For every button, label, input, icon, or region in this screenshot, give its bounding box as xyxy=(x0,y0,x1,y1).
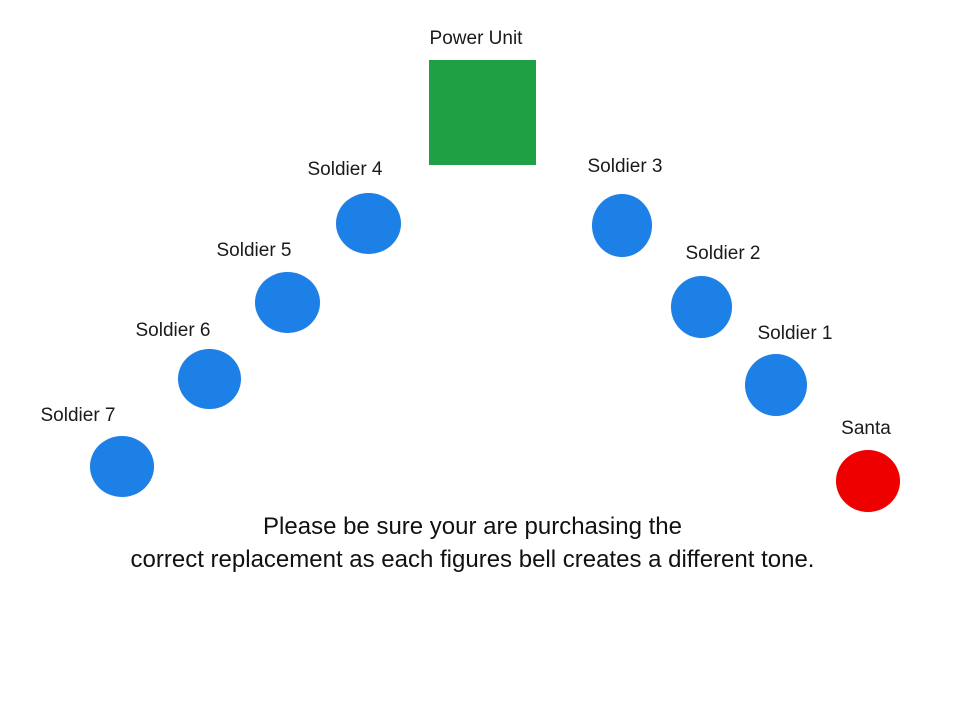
soldier-1-label: Soldier 1 xyxy=(757,323,833,344)
power-unit-label: Power Unit xyxy=(429,28,523,49)
soldier-7-label: Soldier 7 xyxy=(40,405,116,426)
soldier-3-dot xyxy=(592,194,652,257)
purchase-note-line-2: correct replacement as each figures bell… xyxy=(130,546,815,573)
soldier-6-label: Soldier 6 xyxy=(135,320,211,341)
soldier-2-dot xyxy=(671,276,732,338)
power-unit-box xyxy=(429,60,536,165)
soldier-4-label: Soldier 4 xyxy=(307,159,383,180)
soldier-1-dot xyxy=(745,354,807,416)
soldier-4-dot xyxy=(336,193,401,254)
soldier-7-dot xyxy=(90,436,154,497)
soldier-5-label: Soldier 5 xyxy=(216,240,292,261)
santa-dot xyxy=(836,450,900,512)
soldier-2-label: Soldier 2 xyxy=(685,243,761,264)
santa-label: Santa xyxy=(841,418,891,439)
soldier-5-dot xyxy=(255,272,320,333)
soldier-3-label: Soldier 3 xyxy=(587,156,663,177)
soldier-6-dot xyxy=(178,349,241,409)
purchase-note: Please be sure your are purchasing the c… xyxy=(0,510,945,576)
purchase-note-line-1: Please be sure your are purchasing the xyxy=(263,513,682,540)
